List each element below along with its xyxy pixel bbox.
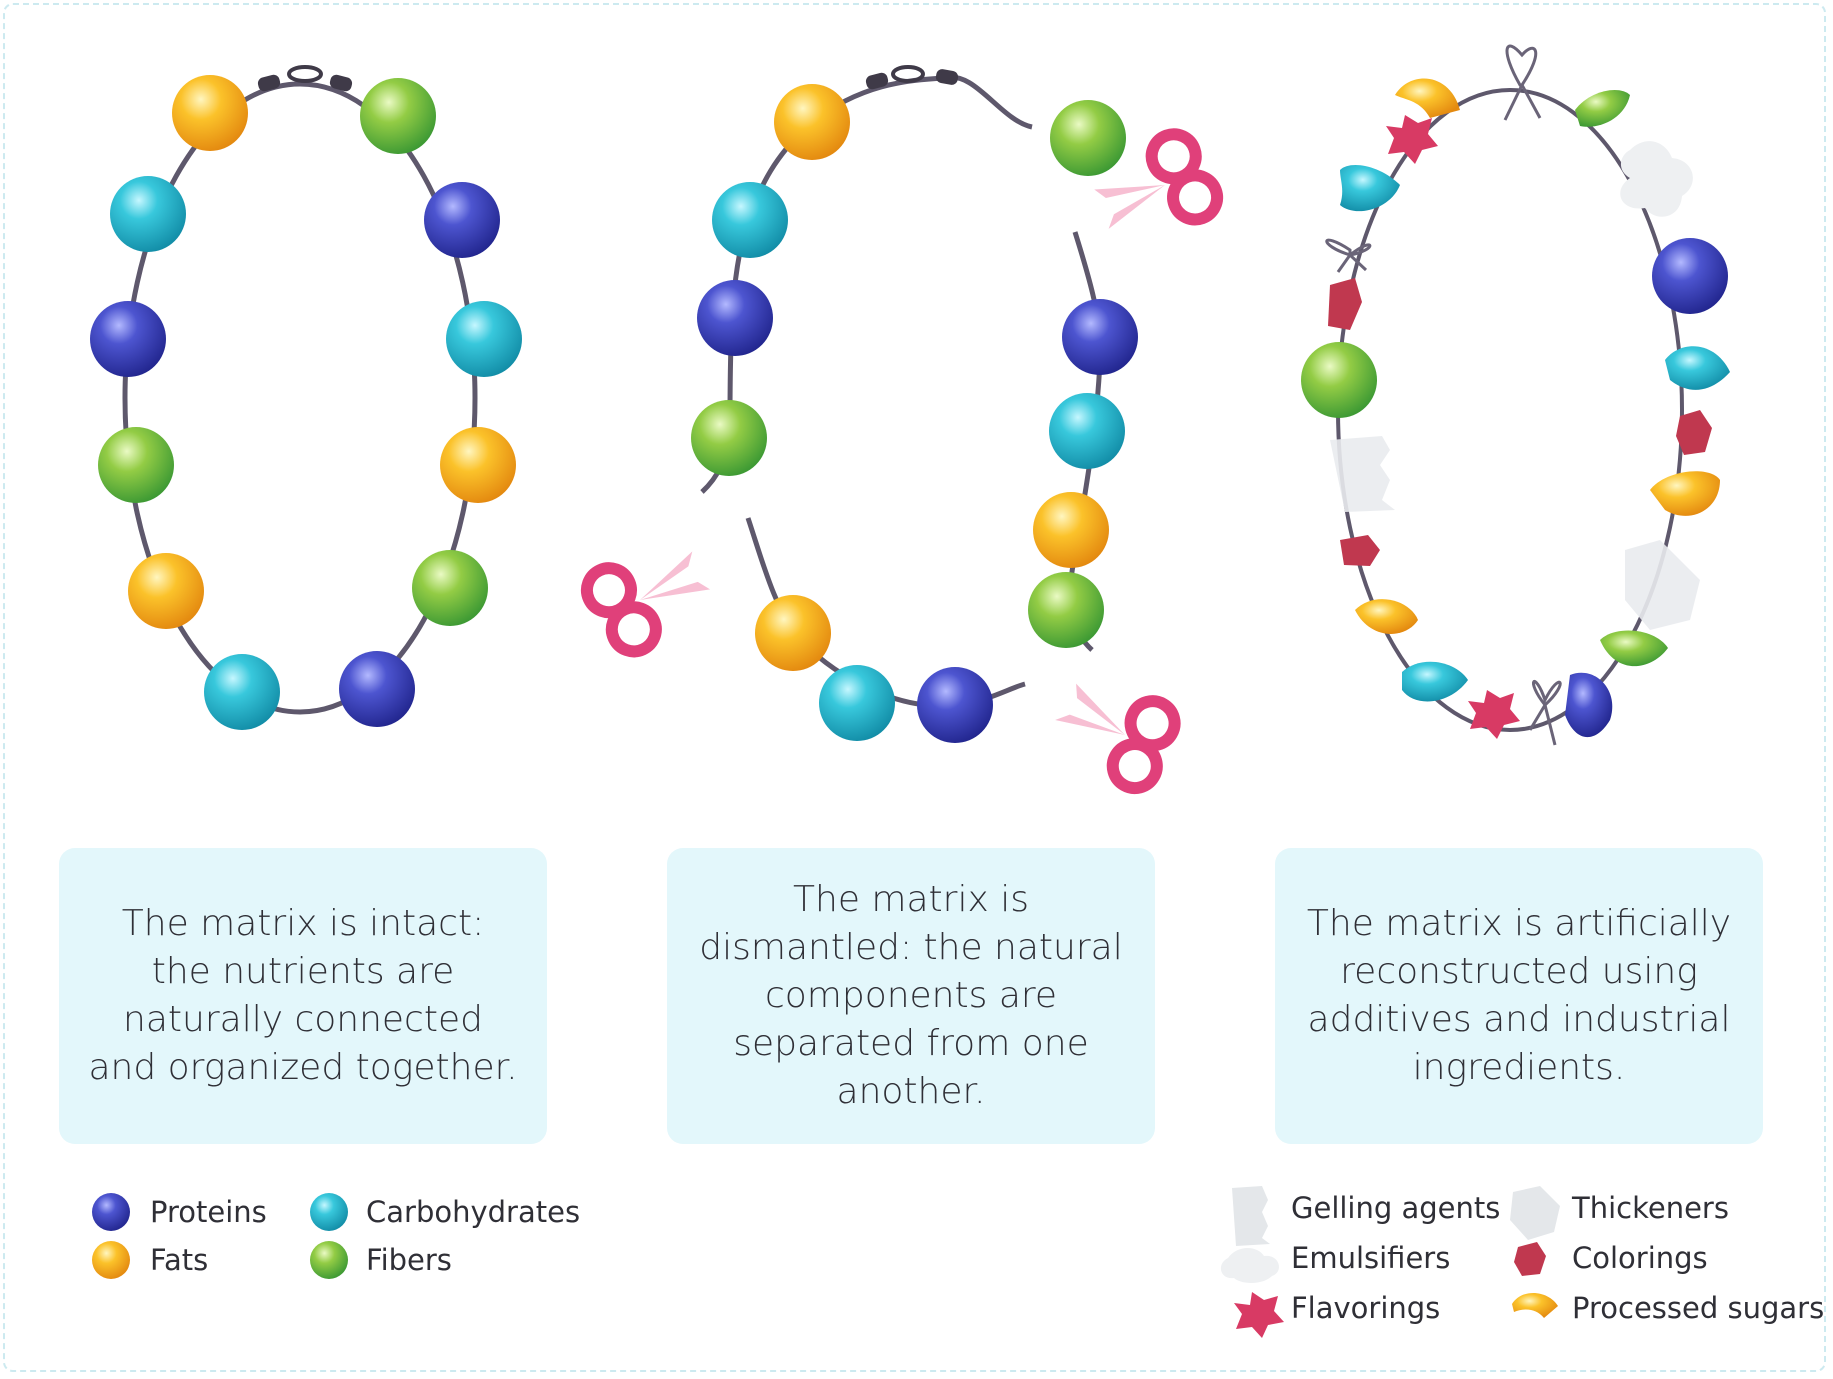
coloring-piece <box>1340 535 1380 566</box>
legend-label: Gelling agents <box>1291 1191 1501 1225</box>
caption-dismantled: The matrix is dismantled: the natural co… <box>667 848 1155 1144</box>
reconstructed-matrix-ring <box>1301 44 1730 746</box>
thickener-piece <box>1625 540 1700 630</box>
fiber-bead <box>1028 572 1104 648</box>
carbohydrate-bead <box>712 182 788 258</box>
coloring-icon <box>1514 1242 1546 1276</box>
scissors-icon <box>580 551 711 658</box>
bow-knot <box>1528 680 1562 746</box>
carbohydrate-bead <box>110 176 186 252</box>
bow-knot <box>1325 238 1372 273</box>
protein-bead <box>339 651 415 727</box>
carbohydrate-fragment <box>1665 346 1730 390</box>
legend-label: Colorings <box>1572 1241 1708 1275</box>
gelling-agent-icon <box>1232 1186 1270 1246</box>
processed-sugar-piece <box>1355 599 1418 634</box>
fat-bead <box>1033 492 1109 568</box>
fat-bead <box>755 595 831 671</box>
fiber-bead-icon <box>310 1241 348 1279</box>
carbohydrate-bead <box>1049 393 1125 469</box>
fat-bead <box>128 553 204 629</box>
carbohydrate-bead <box>446 301 522 377</box>
fiber-fragment <box>1600 630 1668 667</box>
protein-bead <box>917 667 993 743</box>
intact-string <box>122 81 478 715</box>
legend-label: Fats <box>150 1243 209 1277</box>
caption-intact: The matrix is intact: the nutrients are … <box>59 848 547 1144</box>
legend-label: Fibers <box>366 1243 452 1277</box>
legend-item-carbohydrates: Carbohydrates <box>366 1190 580 1234</box>
carbohydrate-bead <box>819 665 895 741</box>
dismantled-matrix-ring <box>580 65 1224 795</box>
protein-bead <box>424 182 500 258</box>
legend-item-flavorings: Flavorings <box>1291 1286 1440 1330</box>
fat-bead <box>440 427 516 503</box>
protein-bead <box>90 301 166 377</box>
coloring-piece <box>1328 278 1362 330</box>
processed-sugar-piece <box>1395 78 1460 118</box>
legend-item-fats: Fats <box>150 1238 208 1282</box>
carbohydrate-bead-icon <box>310 1193 348 1231</box>
processed-sugar-piece <box>1650 471 1720 516</box>
protein-bead-icon <box>92 1193 130 1231</box>
legend-label: Processed sugars <box>1572 1291 1825 1325</box>
legend-item-colorings: Colorings <box>1572 1236 1708 1280</box>
fat-bead-icon <box>92 1241 130 1279</box>
legend-label: Emulsifiers <box>1291 1241 1451 1275</box>
legend-label: Thickeners <box>1572 1191 1729 1225</box>
fiber-bead <box>691 400 767 476</box>
fiber-bead <box>98 427 174 503</box>
coloring-piece <box>1676 410 1712 455</box>
fiber-bead <box>412 550 488 626</box>
emulsifier-icon <box>1220 1248 1279 1283</box>
fiber-bead <box>360 78 436 154</box>
fiber-fragment <box>1575 90 1630 127</box>
scissors-icon <box>1055 683 1181 795</box>
fat-bead <box>172 75 248 151</box>
protein-fragment <box>1565 672 1613 738</box>
legend-label: Flavorings <box>1291 1291 1441 1325</box>
gelling-agent-piece <box>1330 436 1395 512</box>
thickener-icon <box>1510 1186 1560 1240</box>
protein-bead <box>1062 299 1138 375</box>
legend-item-processed-sugars: Processed sugars <box>1572 1286 1824 1330</box>
flavoring-piece <box>1468 690 1520 739</box>
caption-reconstructed: The matrix is artificially reconstructed… <box>1275 848 1763 1144</box>
fiber-bead <box>1050 100 1126 176</box>
legend-item-proteins: Proteins <box>150 1190 267 1234</box>
protein-bead <box>1652 238 1728 314</box>
flavoring-piece <box>1386 115 1438 164</box>
bow-knot <box>1503 44 1542 121</box>
emulsifier-piece <box>1620 141 1693 217</box>
legend-item-gelling-agents: Gelling agents <box>1291 1186 1500 1230</box>
legend-item-thickeners: Thickeners <box>1572 1186 1729 1230</box>
fat-bead <box>774 84 850 160</box>
protein-bead <box>697 280 773 356</box>
legend-item-emulsifiers: Emulsifiers <box>1291 1236 1450 1280</box>
intact-clasp <box>257 65 353 92</box>
flavoring-icon <box>1234 1292 1284 1338</box>
page-frame <box>3 3 1826 1372</box>
legend-label: Carbohydrates <box>366 1195 581 1229</box>
intact-matrix-ring <box>90 65 522 730</box>
carbohydrate-fragment <box>1340 165 1400 212</box>
legend-label: Proteins <box>150 1195 267 1229</box>
processed-sugar-icon <box>1512 1292 1558 1318</box>
dismantled-clasp <box>865 65 959 90</box>
carbohydrate-bead <box>204 654 280 730</box>
legend-item-fibers: Fibers <box>366 1238 452 1282</box>
fiber-bead <box>1301 342 1377 418</box>
carbohydrate-fragment <box>1402 661 1468 702</box>
